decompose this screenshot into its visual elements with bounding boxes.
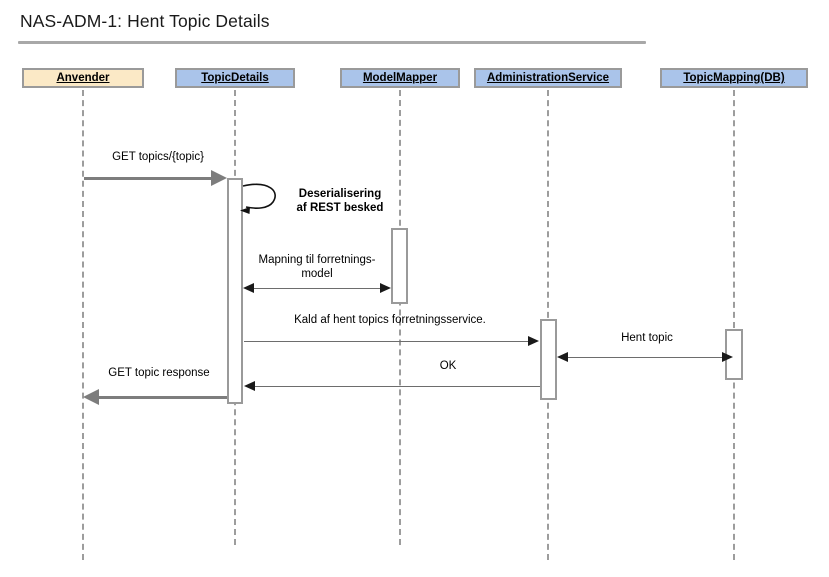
message-line-kald-forretningsservice <box>244 341 529 342</box>
message-label-deserialisering: Deserialisering af REST besked <box>286 188 394 215</box>
activation-bar-modelmapper <box>391 228 408 304</box>
message-arrowhead-hent-topic-left <box>557 352 568 362</box>
title-divider <box>18 41 646 44</box>
participant-modelmapper[interactable]: ModelMapper <box>340 68 460 88</box>
message-label-deserialisering-text: Deserialisering af REST besked <box>296 188 384 214</box>
message-arrowhead-hent-topic-right <box>722 352 733 362</box>
participant-topicmapping[interactable]: TopicMapping(DB) <box>660 68 808 88</box>
lifeline-topicmapping <box>733 90 735 560</box>
page-title: NAS-ADM-1: Hent Topic Details <box>20 11 270 31</box>
participant-label-administrationservice: AdministrationService <box>486 72 610 84</box>
message-label-mapning: Mapning til forretnings- model <box>258 254 376 280</box>
participant-label-modelmapper: ModelMapper <box>362 72 438 84</box>
participant-topicdetails[interactable]: TopicDetails <box>175 68 295 88</box>
message-arrowhead-get-topics <box>211 170 227 186</box>
message-label-hent-topic: Hent topic <box>621 332 673 344</box>
message-label-ok: OK <box>439 360 457 372</box>
participant-label-topicdetails: TopicDetails <box>201 72 269 84</box>
lifeline-anvender <box>82 90 84 560</box>
activation-bar-administrationservice <box>540 319 557 400</box>
message-arrowhead-kald-forretningsservice <box>528 336 539 346</box>
message-line-ok <box>254 386 540 387</box>
message-arrowhead-mapning-left <box>243 283 254 293</box>
participant-administrationservice[interactable]: AdministrationService <box>474 68 622 88</box>
participant-label-topicmapping: TopicMapping(DB) <box>683 72 785 84</box>
message-arrowhead-get-topic-response <box>83 389 99 405</box>
message-label-get-topic-response: GET topic response <box>108 367 210 379</box>
message-label-kald-forretningsservice: Kald af hent topics forretningsservice. <box>294 314 486 326</box>
participant-label-anvender: Anvender <box>56 72 110 84</box>
self-call-deserialisering <box>240 183 276 214</box>
message-arrowhead-mapning-right <box>380 283 391 293</box>
message-line-hent-topic <box>567 357 723 358</box>
lifeline-modelmapper <box>399 90 401 545</box>
message-line-get-topics <box>84 177 211 180</box>
message-line-get-topic-response <box>99 396 227 399</box>
activation-bar-topicdetails <box>227 178 243 404</box>
message-line-mapning <box>253 288 381 289</box>
message-arrowhead-ok <box>244 381 255 391</box>
participant-anvender[interactable]: Anvender <box>22 68 144 88</box>
message-label-get-topics: GET topics/{topic} <box>112 151 204 163</box>
